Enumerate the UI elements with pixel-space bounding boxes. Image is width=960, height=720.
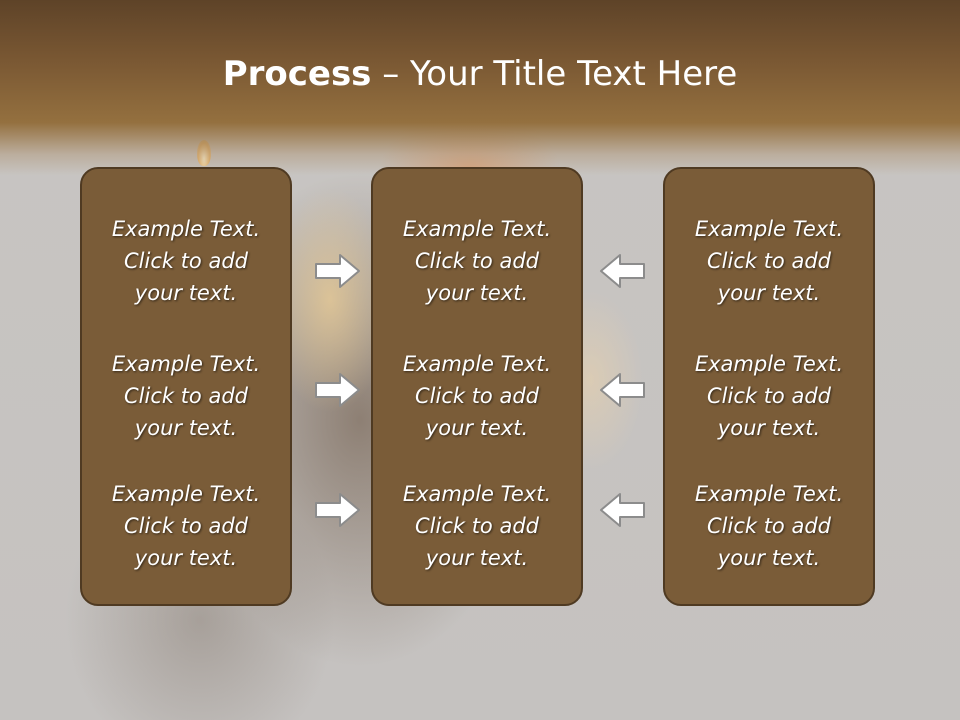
panel-text[interactable]: Example Text. Click to add your text. xyxy=(402,217,552,305)
left-arrow-icon xyxy=(600,254,645,288)
panel-text[interactable]: Example Text. Click to add your text. xyxy=(111,482,261,570)
panel-text[interactable]: Example Text. Click to add your text. xyxy=(111,217,261,305)
right-arrow-icon xyxy=(315,493,360,527)
panel-text[interactable]: Example Text. Click to add your text. xyxy=(694,482,844,570)
title-rest: – Your Title Text Here xyxy=(371,54,738,94)
panel-center[interactable]: Example Text. Click to add your text. Ex… xyxy=(371,167,583,606)
panel-text[interactable]: Example Text. Click to add your text. xyxy=(402,482,552,570)
right-arrow-icon xyxy=(315,254,360,288)
slide-title[interactable]: Process – Your Title Text Here xyxy=(0,52,960,96)
panel-text[interactable]: Example Text. Click to add your text. xyxy=(402,352,552,440)
left-arrow-icon xyxy=(600,373,645,407)
panel-right[interactable]: Example Text. Click to add your text. Ex… xyxy=(663,167,875,606)
panel-text[interactable]: Example Text. Click to add your text. xyxy=(694,352,844,440)
left-arrow-icon xyxy=(600,493,645,527)
panel-text[interactable]: Example Text. Click to add your text. xyxy=(111,352,261,440)
panel-left[interactable]: Example Text. Click to add your text. Ex… xyxy=(80,167,292,606)
header-band xyxy=(0,0,960,175)
right-arrow-icon xyxy=(315,373,360,407)
title-bold: Process xyxy=(222,54,372,94)
panel-text[interactable]: Example Text. Click to add your text. xyxy=(694,217,844,305)
